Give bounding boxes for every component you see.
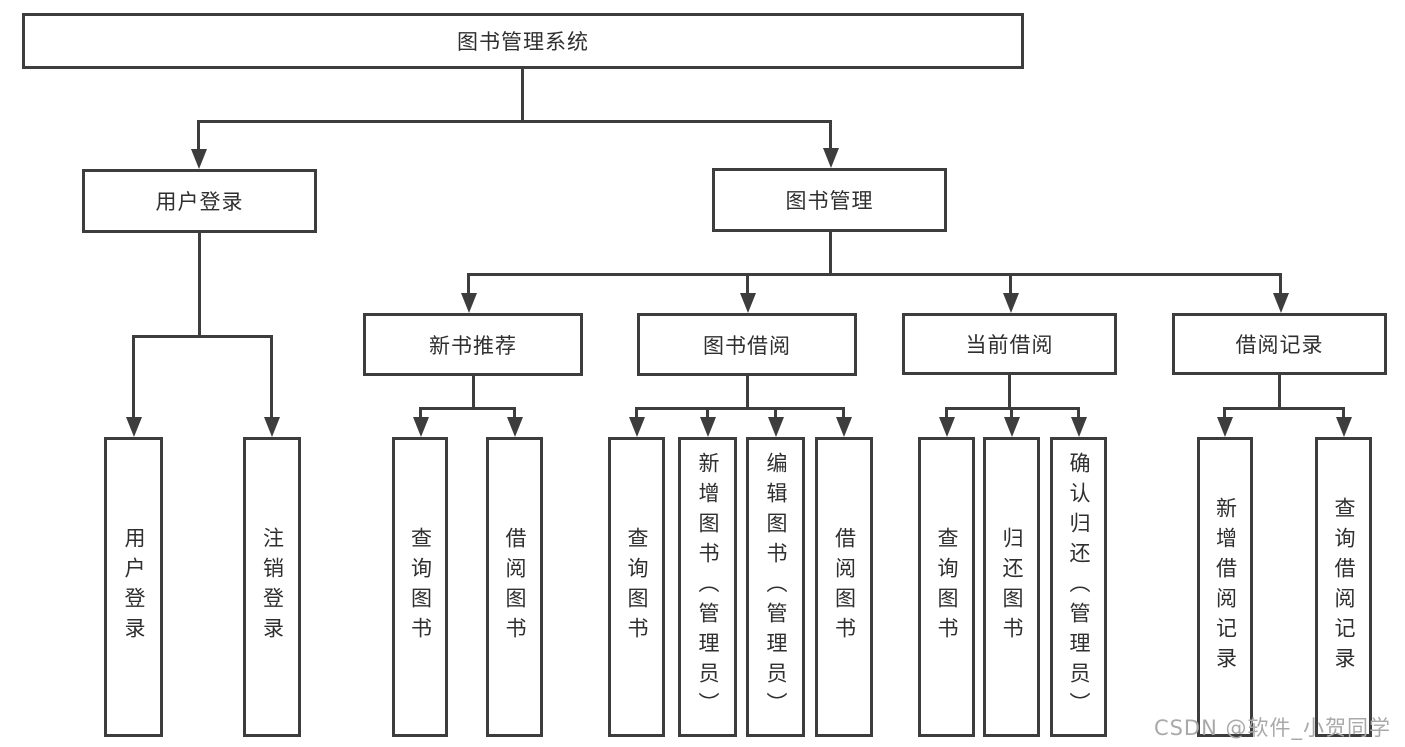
arrow-to-leaf-current-return: [1010, 407, 1013, 417]
arrow-to-current-borrow: [1009, 273, 1012, 293]
leaf-current-query-label: 查询图书: [935, 527, 959, 647]
node-borrow-record: 借阅记录: [1172, 313, 1387, 375]
arrow-to-book-mgmt: [829, 120, 832, 148]
leaf-borrow-add-label: 新增图书（管理员）: [696, 452, 720, 722]
leaf-newbook-borrow: 借阅图书: [486, 437, 543, 737]
node-user-login: 用户登录: [82, 169, 317, 233]
csdn-watermark: CSDN @软件_小贺同学: [1153, 716, 1391, 740]
connector-new-book-rail: [419, 407, 515, 410]
connector-user-login-stem: [198, 233, 201, 335]
connector-book-mgmt-rail: [467, 273, 1281, 276]
leaf-newbook-query: 查询图书: [392, 437, 448, 737]
leaf-newbook-borrow-label: 借阅图书: [503, 527, 527, 647]
arrow-to-new-book: [467, 273, 470, 293]
connector-book-borrow-rail: [635, 407, 845, 410]
leaf-record-query: 查询借阅记录: [1315, 437, 1372, 737]
node-new-book-label: 新书推荐: [429, 333, 517, 358]
node-new-book: 新书推荐: [363, 313, 583, 376]
connector-borrow-record-rail: [1223, 407, 1344, 410]
arrow-to-leaf-newbook-borrow: [513, 407, 516, 417]
leaf-record-add: 新增借阅记录: [1197, 437, 1253, 737]
arrow-to-book-borrow: [746, 273, 749, 293]
leaf-borrow-borrow: 借阅图书: [815, 437, 873, 737]
node-current-borrow-label: 当前借阅: [965, 333, 1054, 357]
arrow-to-leaf-user-login: [132, 335, 135, 417]
leaf-borrow-edit: 编辑图书（管理员）: [746, 437, 805, 737]
leaf-borrow-query-label: 查询图书: [625, 527, 649, 647]
connector-book-borrow-stem: [746, 376, 749, 407]
connector-current-borrow-stem: [1008, 375, 1011, 407]
arrow-to-leaf-newbook-query: [419, 407, 422, 417]
node-book-borrow-label: 图书借阅: [703, 333, 791, 358]
connector-new-book-stem: [472, 376, 475, 407]
leaf-borrow-query: 查询图书: [608, 437, 665, 737]
node-root: 图书管理系统: [22, 13, 1024, 69]
leaf-borrow-add: 新增图书（管理员）: [678, 437, 737, 737]
connector-root-stem: [521, 69, 524, 120]
node-current-borrow: 当前借阅: [902, 313, 1117, 375]
leaf-record-query-label: 查询借阅记录: [1332, 497, 1356, 677]
connector-root-rail: [197, 120, 832, 123]
arrow-to-leaf-logout: [270, 335, 273, 417]
node-root-label: 图书管理系统: [457, 30, 589, 54]
node-book-mgmt-label: 图书管理: [785, 189, 874, 213]
connector-book-mgmt-stem: [829, 232, 832, 273]
arrow-to-borrow-record: [1279, 273, 1282, 293]
arrow-to-leaf-current-query: [945, 407, 948, 417]
node-book-mgmt: 图书管理: [712, 168, 947, 232]
leaf-user-login-label: 用户登录: [122, 527, 146, 647]
leaf-user-login: 用户登录: [104, 437, 163, 737]
leaf-record-add-label: 新增借阅记录: [1213, 497, 1238, 677]
arrow-to-leaf-borrow-edit: [774, 407, 777, 417]
arrow-to-leaf-current-confirm: [1077, 407, 1080, 417]
node-borrow-record-label: 借阅记录: [1235, 333, 1324, 357]
connector-borrow-record-stem: [1278, 375, 1281, 407]
leaf-current-return-label: 归还图书: [1000, 527, 1024, 647]
leaf-current-confirm-label: 确认归还（管理员）: [1067, 452, 1091, 722]
arrow-to-leaf-borrow-add: [706, 407, 709, 417]
arrow-to-leaf-borrow-query: [635, 407, 638, 417]
arrow-to-leaf-borrow-borrow: [842, 407, 845, 417]
node-book-borrow: 图书借阅: [637, 313, 857, 376]
arrow-to-user-login: [197, 120, 200, 149]
node-user-login-label: 用户登录: [155, 190, 244, 214]
leaf-borrow-borrow-label: 借阅图书: [832, 527, 857, 647]
leaf-logout-label: 注销登录: [260, 527, 285, 647]
leaf-current-confirm: 确认归还（管理员）: [1050, 437, 1107, 737]
leaf-borrow-edit-label: 编辑图书（管理员）: [764, 452, 788, 722]
connector-user-login-rail: [132, 335, 273, 338]
leaf-logout: 注销登录: [243, 437, 301, 737]
arrow-to-leaf-record-add: [1223, 407, 1226, 417]
leaf-newbook-query-label: 查询图书: [408, 527, 433, 647]
arrow-to-leaf-record-query: [1342, 407, 1345, 417]
leaf-current-return: 归还图书: [983, 437, 1040, 737]
leaf-current-query: 查询图书: [918, 437, 975, 737]
